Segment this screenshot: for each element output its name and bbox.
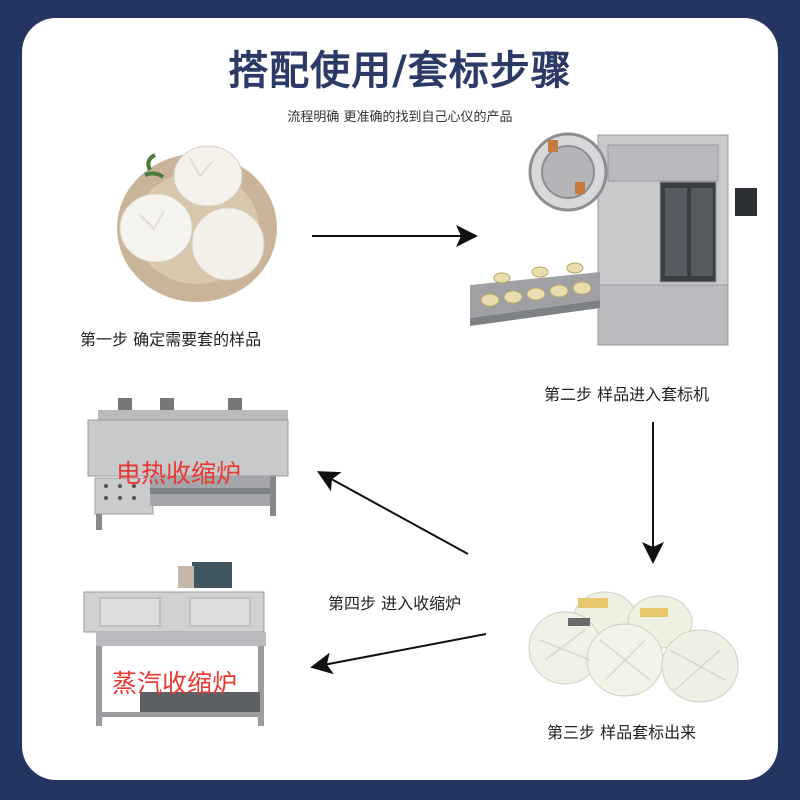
labeled-coconuts-image bbox=[528, 591, 739, 703]
step4-label: 第四步 进入收缩炉 bbox=[328, 594, 462, 613]
electric-tunnel-label: 电热收缩炉 bbox=[116, 459, 242, 488]
coconut-samples-image bbox=[117, 145, 277, 302]
step2-label: 第二步 样品进入套标机 bbox=[544, 385, 710, 404]
arrow-to-electric-tunnel bbox=[316, 471, 469, 555]
page-title: 搭配使用/套标步骤 bbox=[228, 48, 572, 94]
step3-label: 第三步 样品套标出来 bbox=[547, 723, 697, 742]
page-subtitle: 流程明确 更准确的找到自己心仪的产品 bbox=[287, 110, 513, 125]
electric-shrink-tunnel-image bbox=[87, 398, 289, 530]
sleeve-labeling-machine-image bbox=[470, 132, 757, 346]
steam-tunnel-label: 蒸汽收缩炉 bbox=[112, 669, 238, 698]
step1-label: 第一步 确定需要套的样品 bbox=[80, 330, 262, 349]
arrow-to-steam-tunnel bbox=[310, 633, 487, 675]
steam-shrink-tunnel-image bbox=[83, 562, 266, 726]
